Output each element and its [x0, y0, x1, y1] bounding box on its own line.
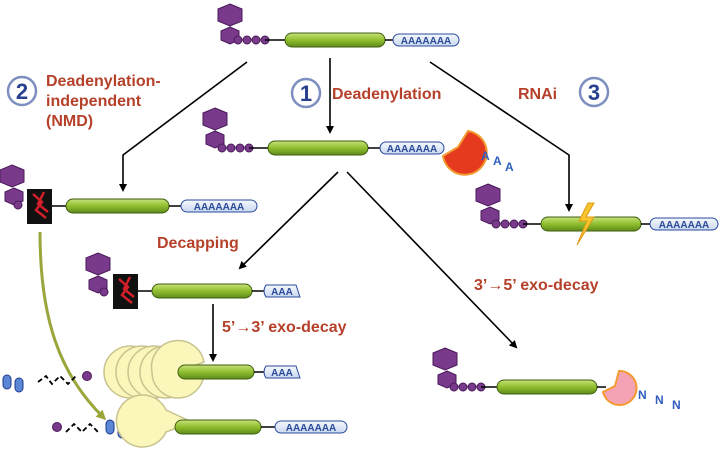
polya-tail-short: [263, 284, 301, 298]
coding-region: [284, 32, 386, 48]
polya-tail: [180, 199, 258, 213]
cap-structure-icon: [0, 164, 25, 210]
arrow-nmd-degradation: [38, 231, 107, 421]
deadenylase-icon: [441, 129, 488, 176]
arrow-3to5-decay: [346, 171, 518, 349]
mrna-intact-top: AAAAAAA: [217, 3, 460, 48]
mrna-decapped: AAA: [85, 252, 301, 309]
released-a-1: A: [481, 149, 490, 163]
pathway-3-badge: 3: [578, 76, 610, 108]
pathway-2-badge: 2: [6, 75, 38, 107]
pathway-1-badge: 1: [290, 77, 322, 109]
polya-tail: [379, 141, 445, 155]
rnai-label: RNAi: [518, 86, 557, 103]
released-n-1: N: [638, 388, 647, 402]
polya-tail-label: AAA: [271, 287, 293, 298]
cap-structure-icon: [217, 3, 270, 45]
arrow-rnai: [429, 61, 573, 212]
coding-region: [151, 283, 253, 299]
mrna-5to3-decay-lower: AAAAAAA: [52, 394, 348, 448]
nmd-label-line3: (NMD): [46, 113, 93, 130]
deadenylation-label: Deadenylation: [332, 86, 441, 103]
polya-tail-label: AAAAAAA: [659, 220, 710, 231]
pathway-number-1: 1: [300, 81, 312, 106]
released-n-3: N: [672, 398, 681, 412]
pathway-number-3: 3: [588, 80, 600, 105]
polya-tail-label: AAAAAAA: [401, 36, 452, 47]
polya-tail: [649, 217, 719, 231]
exosome-icon: [601, 369, 638, 406]
released-n-2: N: [655, 393, 664, 407]
arrow-nmd: [119, 61, 248, 192]
cap-structure-icon: [475, 183, 528, 229]
mrna-3to5-decay: N N N: [432, 347, 681, 412]
pathway-number-2: 2: [16, 79, 28, 104]
polya-tail-short: [263, 365, 301, 379]
released-a-2: A: [493, 154, 502, 168]
polya-tail: [392, 33, 460, 47]
polya-tail-label: AAAAAAA: [387, 144, 438, 155]
coding-region: [267, 140, 369, 156]
mrna-nmd: AAAAAAA: [0, 164, 258, 224]
nmd-label-line2: independent: [46, 93, 142, 110]
polya-tail-label: AAAAAAA: [194, 202, 245, 213]
lightning-cleavage-icon: [576, 202, 595, 246]
released-a-3: A: [505, 160, 514, 174]
cap-structure-icon: [202, 107, 254, 153]
xrn1-exonuclease-icon: [115, 394, 194, 448]
xrn1-exonuclease-stack-icon: [103, 339, 205, 399]
polya-tail-label: AAAAAAA: [286, 423, 337, 434]
coding-region: [65, 198, 170, 214]
exo-5to3-label: 5’→3’ exo-decay: [222, 319, 347, 336]
coding-region: [496, 379, 598, 395]
coding-region: [174, 419, 262, 435]
cap-structure-icon: [85, 252, 111, 297]
coding-region: [177, 364, 255, 380]
exo-3to5-label: 3’→5’ exo-decay: [474, 277, 599, 294]
polya-tail: [274, 420, 348, 434]
mrna-rnai: AAAAAAA: [475, 183, 719, 246]
pathway-arrows: [119, 58, 573, 362]
cap-structure-icon: [432, 347, 486, 392]
mrna-deadenylating: AAAAAAA A A A: [202, 107, 514, 176]
mrna-5to3-decay-upper: AAA: [2, 339, 301, 399]
nmd-label-line1: Deadenylation-: [46, 73, 161, 90]
polya-tail-label: AAA: [271, 368, 293, 379]
arrow-decapping: [238, 171, 339, 270]
decapping-label: Decapping: [157, 235, 239, 252]
